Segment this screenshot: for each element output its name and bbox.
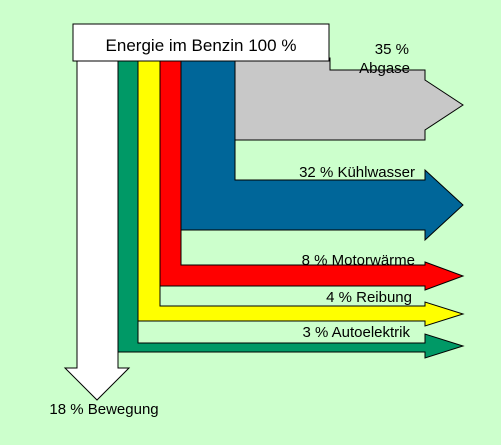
flow-kuehlwasser-arrow	[180, 57, 464, 242]
label-kuehlwasser: 32 % Kühlwasser	[299, 164, 415, 181]
label-abgase-percent: 35 %	[375, 41, 409, 58]
title-box	[72, 23, 330, 62]
label-reibung: 4 % Reibung	[326, 289, 412, 306]
label-motorwaerme: 8 % Motorwärme	[302, 252, 415, 269]
flow-motorwaerme-arrow	[159, 57, 465, 291]
flow-abgase-arrow	[234, 57, 464, 141]
title-text: Energie im Benzin 100 %	[106, 36, 297, 55]
label-bewegung: 18 % Bewegung	[49, 401, 158, 418]
label-abgase-name: Abgase	[359, 60, 410, 77]
flow-autoelektrik-arrow	[117, 57, 465, 359]
flow-reibung-arrow	[137, 57, 465, 327]
flow-bewegung-arrow	[63, 57, 131, 401]
label-autoelektrik: 3 % Autoelektrik	[302, 324, 410, 341]
